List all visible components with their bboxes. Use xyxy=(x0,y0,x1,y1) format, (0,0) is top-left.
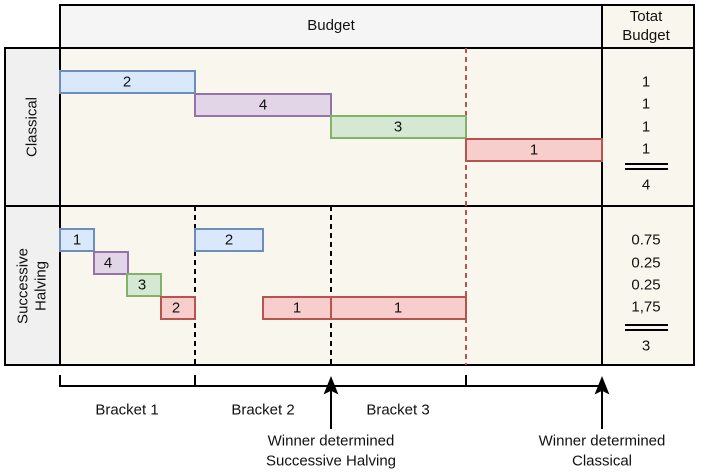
sh-sum: 3 xyxy=(642,338,650,355)
winner-sh-label-1: Winner determined xyxy=(268,433,395,450)
sh-b3-bar-1-label: 1 xyxy=(293,300,301,317)
classical-bar-2-label: 4 xyxy=(259,97,267,114)
sh-b2-bar xyxy=(194,228,264,252)
classical-bar-3-label: 3 xyxy=(394,119,402,136)
sh-b3-bar-2 xyxy=(330,296,467,320)
sh-total-4: 1,75 xyxy=(631,299,660,316)
classical-bar-4 xyxy=(465,138,603,162)
row-label-sh-2: Halving xyxy=(33,261,50,311)
sh-b1-bar-1 xyxy=(59,228,95,252)
bracket-3-label: Bracket 3 xyxy=(366,402,429,419)
sh-b1-bar-2 xyxy=(93,251,129,275)
sh-b1-bar-3-label: 3 xyxy=(138,277,146,294)
sh-b2-bar-label: 2 xyxy=(225,232,233,249)
classical-total-4: 1 xyxy=(642,141,650,158)
sh-total-3: 0.25 xyxy=(631,277,660,294)
sh-total-1: 0.75 xyxy=(631,232,660,249)
classical-bar-3 xyxy=(330,115,467,139)
winner-sh-label-2: Successive Halving xyxy=(266,453,396,470)
classical-sum: 4 xyxy=(642,177,650,194)
classical-total-2: 1 xyxy=(642,96,650,113)
header-budget-cell xyxy=(59,4,603,49)
header-budget-label: Budget xyxy=(307,17,355,34)
winner-cl-label-2: Classical xyxy=(572,453,632,470)
sh-b1-bar-2-label: 4 xyxy=(104,255,112,272)
header-total-label-1: Totat xyxy=(630,8,663,25)
winner-sh-arrow-head xyxy=(323,375,339,395)
header-total-label-2: Budget xyxy=(622,27,670,44)
row-label-classical: Classical xyxy=(24,97,41,157)
row-label-sh-1: Successive xyxy=(15,248,32,324)
sh-total-2: 0.25 xyxy=(631,255,660,272)
winner-cl-label-1: Winner determined xyxy=(539,433,666,450)
winner-cl-arrow-head xyxy=(594,375,610,395)
sh-label-cell xyxy=(4,205,61,366)
sh-total-panel xyxy=(601,205,695,366)
sh-b1-bar-1-label: 1 xyxy=(73,232,81,249)
classical-bar-1 xyxy=(59,70,196,94)
classical-total-3: 1 xyxy=(642,119,650,136)
sh-b3-bar-2-label: 1 xyxy=(394,300,402,317)
sh-b1-bar-3 xyxy=(126,273,162,297)
sh-b1-bar-4 xyxy=(160,296,196,320)
classical-total-1: 1 xyxy=(642,74,650,91)
bracket-1-label: Bracket 1 xyxy=(95,402,158,419)
bracket-2-label: Bracket 2 xyxy=(231,402,294,419)
classical-bar-2 xyxy=(194,93,332,117)
classical-bar-1-label: 2 xyxy=(123,74,131,91)
classical-bar-4-label: 1 xyxy=(530,142,538,159)
sh-b1-bar-4-label: 2 xyxy=(172,300,180,317)
